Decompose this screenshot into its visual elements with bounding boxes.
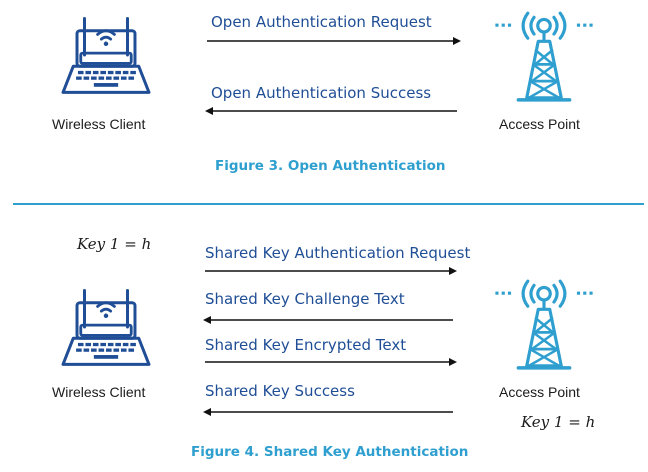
client-key-label: Key 1 = h [77, 235, 152, 253]
arrow-left-icon [203, 316, 453, 324]
arrow-right-icon [205, 358, 457, 366]
wireless-client-label: Wireless Client [52, 384, 146, 400]
section-divider [13, 203, 644, 205]
figure-4-caption: Figure 4. Shared Key Authentication [191, 444, 469, 460]
message-shared-key-request: Shared Key Authentication Request [205, 244, 471, 262]
radio-tower-icon [493, 279, 595, 370]
laptop-router-icon [61, 17, 151, 94]
arrow-right-icon [205, 267, 457, 275]
access-point-label: Access Point [499, 116, 580, 132]
access-point-label: Access Point [499, 384, 580, 400]
figure-3-caption: Figure 3. Open Authentication [215, 158, 446, 174]
message-shared-key-challenge: Shared Key Challenge Text [205, 290, 405, 308]
laptop-router-icon [61, 289, 151, 366]
message-shared-key-success: Shared Key Success [205, 382, 355, 400]
message-open-auth-success: Open Authentication Success [211, 84, 432, 102]
message-shared-key-encrypted: Shared Key Encrypted Text [205, 336, 407, 354]
arrow-left-icon [203, 408, 453, 416]
wireless-client-label: Wireless Client [52, 116, 146, 132]
arrow-right-icon [207, 37, 461, 45]
arrow-left-icon [205, 107, 457, 115]
radio-tower-icon [493, 11, 595, 102]
message-open-auth-request: Open Authentication Request [211, 13, 432, 31]
access-point-key-label: Key 1 = h [521, 413, 596, 431]
